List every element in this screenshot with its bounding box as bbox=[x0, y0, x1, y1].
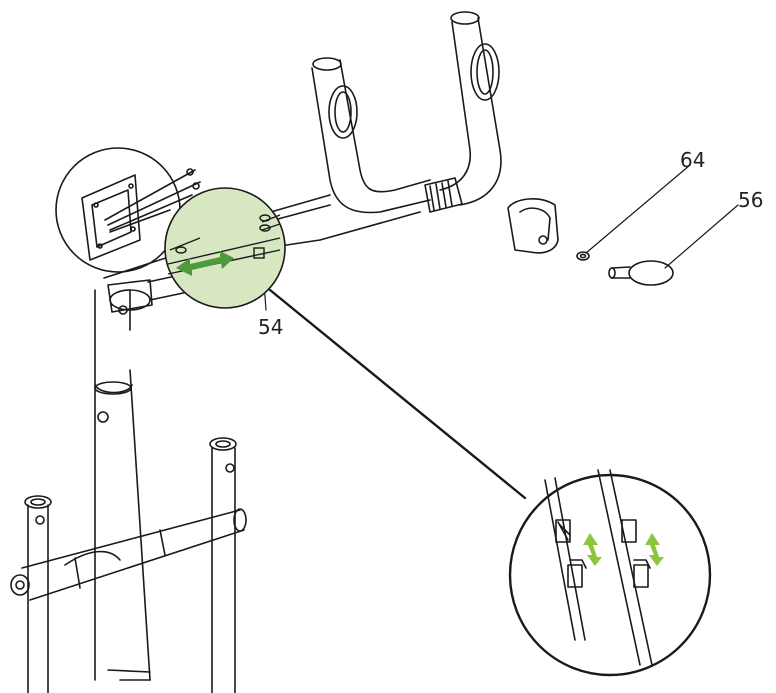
lower-frame bbox=[10, 437, 247, 693]
handlebar bbox=[249, 11, 502, 247]
washer-part bbox=[576, 251, 590, 261]
highlight-circle bbox=[164, 187, 286, 309]
main-column bbox=[94, 289, 151, 681]
cover-part bbox=[507, 198, 559, 254]
knob-part bbox=[608, 260, 674, 286]
connect-arrow-icon bbox=[583, 533, 664, 566]
part-label-56: 56 bbox=[738, 188, 764, 212]
connector-detail-circle bbox=[508, 469, 712, 677]
part-label-64: 64 bbox=[680, 148, 706, 172]
part-label-54: 54 bbox=[258, 315, 284, 339]
leader-lines bbox=[261, 164, 739, 500]
slide-arrow-icon bbox=[176, 251, 234, 276]
